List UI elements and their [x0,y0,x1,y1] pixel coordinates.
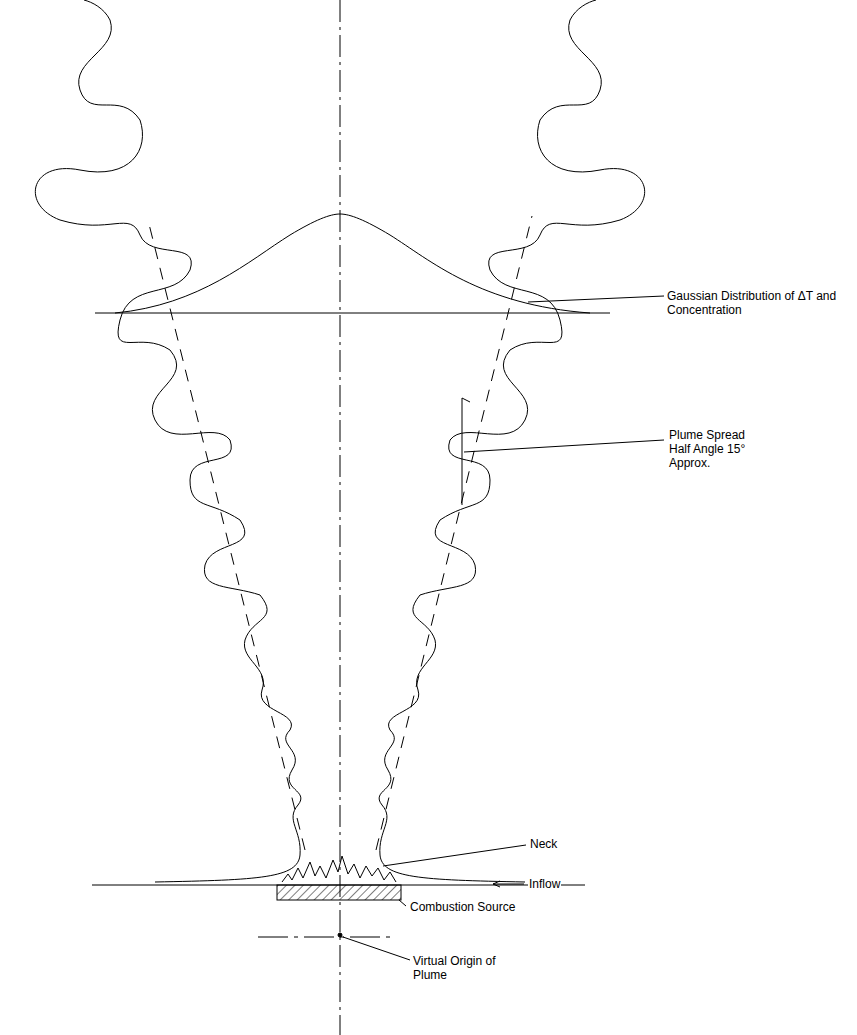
leader-line [399,900,406,906]
inflow-arrow [493,884,524,885]
virtual-origin-point [338,933,342,937]
combustion-source [277,885,401,900]
angle-marker [462,398,463,505]
gaussian-curve [115,214,590,313]
annotation-label: Combustion Source [409,900,516,914]
leader-line [343,937,410,960]
annotation-label: Neck [529,837,558,851]
leader-line [528,296,664,302]
spread-line [148,220,305,850]
angle-marker [462,398,470,402]
plume-outline [379,0,645,882]
annotation-label: Virtual Origin of Plume [412,954,506,982]
gaussian-baseline [95,313,610,314]
leader-line [383,845,526,866]
annotation-label: Inflow [528,877,561,891]
annotation-label: Gaussian Distribution of ΔT and Concentr… [666,289,853,317]
spread-line [376,216,532,850]
centerline [340,0,341,1035]
annotation-label: Plume Spread Half Angle 15° Approx. [668,428,762,470]
plume-outline [35,0,301,882]
leader-line [464,440,664,452]
origin-line [258,937,396,938]
